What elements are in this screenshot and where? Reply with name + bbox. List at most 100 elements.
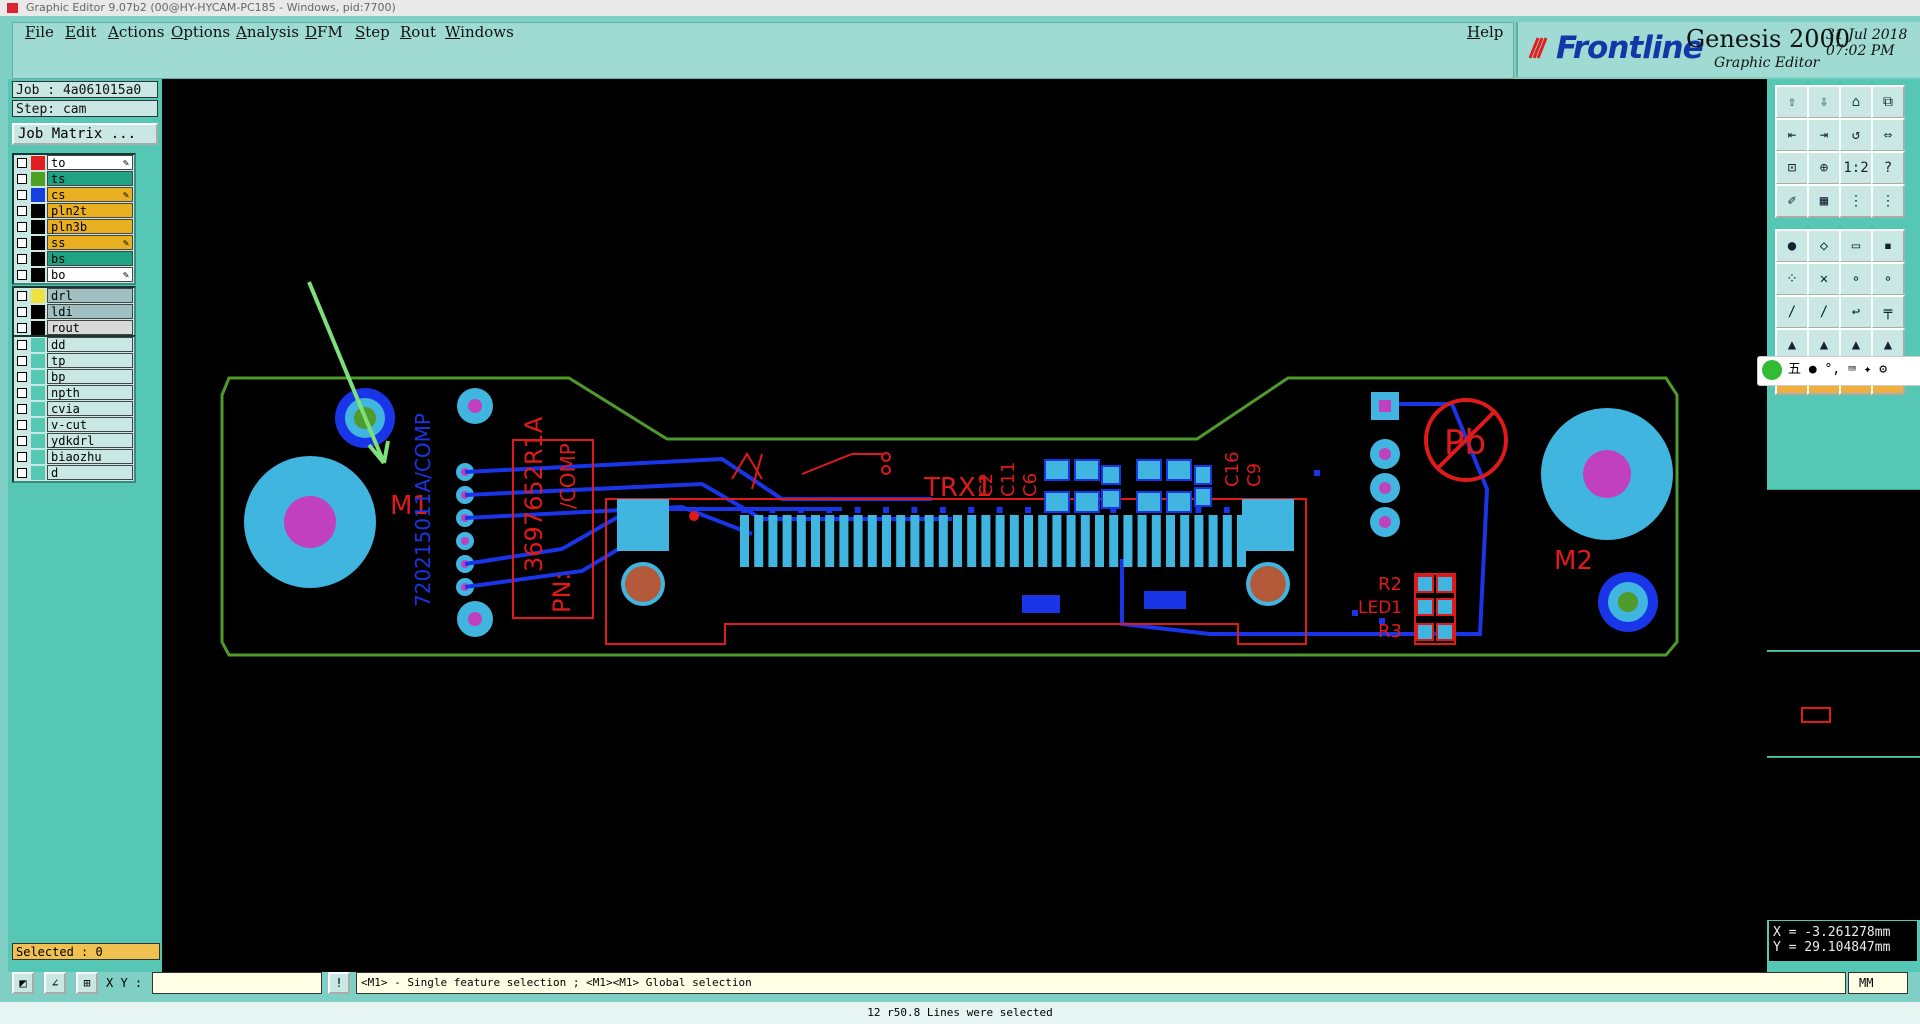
layer-color-swatch[interactable] bbox=[31, 402, 45, 416]
layer-row-ts[interactable]: ts bbox=[14, 171, 134, 187]
xy-input[interactable] bbox=[152, 972, 322, 994]
layer-row-bp[interactable]: bp bbox=[14, 369, 134, 385]
menu-file[interactable]: File bbox=[25, 23, 54, 41]
layer-name[interactable]: to✎ bbox=[47, 155, 133, 170]
layer-color-swatch[interactable] bbox=[31, 321, 45, 335]
home-icon[interactable]: ⌂ bbox=[1839, 85, 1873, 119]
ime-toolbar[interactable]: 五 ● °, ⌨ ✦ ⚙ bbox=[1757, 356, 1920, 386]
layer-name[interactable]: tp bbox=[47, 353, 133, 368]
layer-checkbox[interactable] bbox=[17, 270, 27, 280]
center-icon[interactable]: ⊕ bbox=[1807, 151, 1841, 185]
layer-checkbox[interactable] bbox=[17, 323, 27, 333]
layer-color-swatch[interactable] bbox=[31, 188, 45, 202]
layer-color-swatch[interactable] bbox=[31, 289, 45, 303]
layer-checkbox[interactable] bbox=[17, 372, 27, 382]
undo-icon[interactable]: ↺ bbox=[1839, 118, 1873, 152]
layer-checkbox[interactable] bbox=[17, 340, 27, 350]
shape-icon[interactable]: ◇ bbox=[1807, 229, 1841, 263]
layer-name[interactable]: dd bbox=[47, 337, 133, 352]
help-icon[interactable]: ? bbox=[1871, 151, 1905, 185]
scale-icon[interactable]: 1:2 bbox=[1839, 151, 1873, 185]
layer-name[interactable]: ldi bbox=[47, 304, 133, 319]
layer-checkbox[interactable] bbox=[17, 307, 27, 317]
layer-row-npth[interactable]: npth bbox=[14, 385, 134, 401]
layer-name[interactable]: npth bbox=[47, 385, 133, 400]
measure-icon[interactable]: ∠ bbox=[44, 972, 66, 994]
fit-icon[interactable]: ⊡ bbox=[1775, 151, 1809, 185]
graphic-canvas[interactable]: Pb TRX1 M1 M2 R2 LED1 R3 C2 C11 C6 C16 C… bbox=[162, 79, 1767, 972]
layer-checkbox[interactable] bbox=[17, 190, 27, 200]
layer-row-cvia[interactable]: cvia bbox=[14, 401, 134, 417]
layer-row-drl[interactable]: drl bbox=[14, 288, 134, 304]
layer-color-swatch[interactable] bbox=[31, 236, 45, 250]
menu-windows[interactable]: Windows bbox=[445, 23, 514, 41]
zoom-in-icon[interactable]: ⇤ bbox=[1775, 118, 1809, 152]
menu-options[interactable]: Options bbox=[171, 23, 231, 41]
draw-line-icon[interactable]: / bbox=[1775, 295, 1809, 329]
menu-dfm[interactable]: DFM bbox=[305, 23, 343, 41]
info-button[interactable]: ! bbox=[328, 972, 350, 994]
layer-row-ldi[interactable]: ldi bbox=[14, 304, 134, 320]
layer-checkbox[interactable] bbox=[17, 420, 27, 430]
menu-help[interactable]: Help bbox=[1467, 23, 1504, 41]
layer-checkbox[interactable] bbox=[17, 254, 27, 264]
layer-checkbox[interactable] bbox=[17, 452, 27, 462]
layer-row-biaozhu[interactable]: biaozhu bbox=[14, 449, 134, 465]
layer-color-swatch[interactable] bbox=[31, 450, 45, 464]
layer-color-swatch[interactable] bbox=[31, 466, 45, 480]
layer-name[interactable]: biaozhu bbox=[47, 449, 133, 464]
layer-checkbox[interactable] bbox=[17, 291, 27, 301]
menu-actions[interactable]: Actions bbox=[108, 23, 165, 41]
layer-checkbox[interactable] bbox=[17, 404, 27, 414]
snap-icon[interactable]: ⋮ bbox=[1839, 184, 1873, 218]
layer-color-swatch[interactable] bbox=[31, 220, 45, 234]
layer-checkbox[interactable] bbox=[17, 468, 27, 478]
layer-name[interactable]: bo✎ bbox=[47, 267, 133, 282]
layer-row-rout[interactable]: rout bbox=[14, 320, 134, 336]
pad-icon[interactable]: ● bbox=[1775, 229, 1809, 263]
pan-icon[interactable]: ⇔ bbox=[1871, 118, 1905, 152]
layer-row-cs[interactable]: cs✎ bbox=[14, 187, 134, 203]
layer-name[interactable]: d bbox=[47, 465, 133, 480]
route-icon[interactable]: ╤ bbox=[1871, 295, 1905, 329]
snap-icon[interactable]: ◩ bbox=[12, 972, 34, 994]
layer-row-to[interactable]: to✎ bbox=[14, 155, 134, 171]
layer-row-ss[interactable]: ss✎ bbox=[14, 235, 134, 251]
layer-name[interactable]: bs bbox=[47, 251, 133, 266]
layer-name[interactable]: ss✎ bbox=[47, 235, 133, 250]
layer-row-pln2t[interactable]: pln2t bbox=[14, 203, 134, 219]
layer-row-bs[interactable]: bs bbox=[14, 251, 134, 267]
layer-checkbox[interactable] bbox=[17, 238, 27, 248]
layer-checkbox[interactable] bbox=[17, 388, 27, 398]
point-icon[interactable]: ▪ bbox=[1871, 229, 1905, 263]
net-icon[interactable]: ⁘ bbox=[1775, 262, 1809, 296]
layer-row-d[interactable]: d bbox=[14, 465, 134, 481]
layer-color-swatch[interactable] bbox=[31, 338, 45, 352]
menu-edit[interactable]: Edit bbox=[65, 23, 97, 41]
layer-color-swatch[interactable] bbox=[31, 386, 45, 400]
menu-analysis[interactable]: Analysis bbox=[236, 23, 299, 41]
layer-checkbox[interactable] bbox=[17, 158, 27, 168]
layer-row-bo[interactable]: bo✎ bbox=[14, 267, 134, 283]
menu-step[interactable]: Step bbox=[355, 23, 390, 41]
layer-color-swatch[interactable] bbox=[31, 204, 45, 218]
layer-checkbox[interactable] bbox=[17, 174, 27, 184]
layer-checkbox[interactable] bbox=[17, 436, 27, 446]
menu-rout[interactable]: Rout bbox=[400, 23, 437, 41]
zoom-out-icon[interactable]: ⇥ bbox=[1807, 118, 1841, 152]
layer-name[interactable]: cvia bbox=[47, 401, 133, 416]
snap-alt-icon[interactable]: ⋮ bbox=[1871, 184, 1905, 218]
job-matrix-button[interactable]: Job Matrix ... bbox=[12, 123, 158, 145]
overview-map[interactable] bbox=[1767, 651, 1920, 756]
layer-row-v-cut[interactable]: v-cut bbox=[14, 417, 134, 433]
window-icon[interactable]: ⧉ bbox=[1871, 85, 1905, 119]
layer-color-swatch[interactable] bbox=[31, 305, 45, 319]
layer-checkbox[interactable] bbox=[17, 356, 27, 366]
layer-name[interactable]: v-cut bbox=[47, 417, 133, 432]
return-icon[interactable]: ↩ bbox=[1839, 295, 1873, 329]
edit-icon[interactable]: ✐ bbox=[1775, 184, 1809, 218]
arc-alt-icon[interactable]: ∘ bbox=[1871, 262, 1905, 296]
layer-name[interactable]: ydkdrl bbox=[47, 433, 133, 448]
layer-color-swatch[interactable] bbox=[31, 418, 45, 432]
layer-name[interactable]: pln2t bbox=[47, 203, 133, 218]
